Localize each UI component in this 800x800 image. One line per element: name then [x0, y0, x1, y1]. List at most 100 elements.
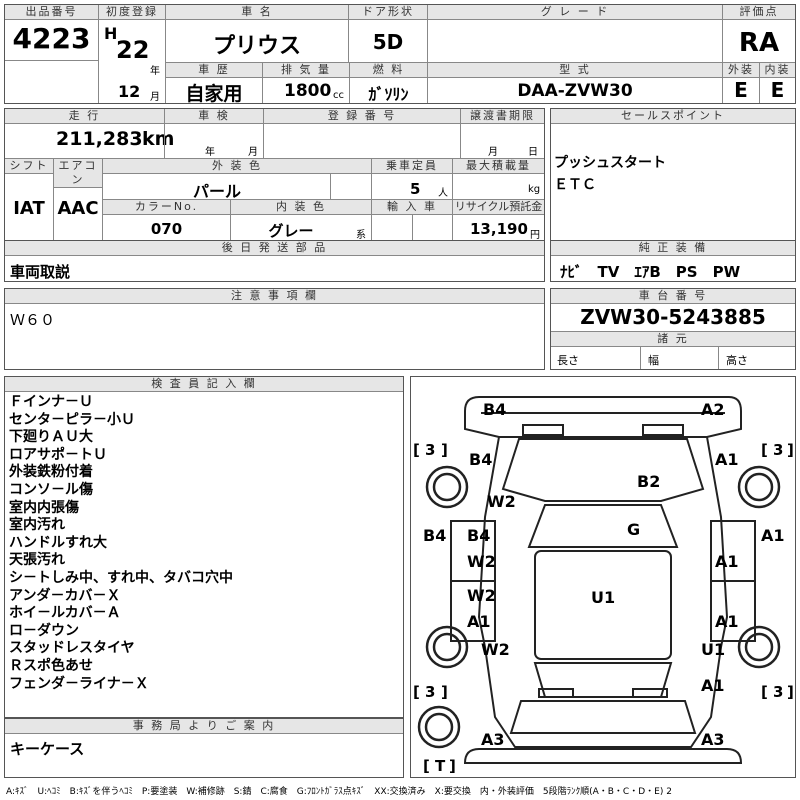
damage-diagram: B4 A2 B4 A1 B2 W2 G B4 A1 B4 W2 A1 W2 A1… — [410, 376, 796, 778]
genuine-equipment-value: ﾅﾋﾞ TV ｴｱB PS PW — [560, 263, 741, 281]
exterior-color-label: 外 装 色 — [103, 159, 371, 174]
legend: A:ｷｽﾞ U:ﾍｺﾐ B:ｷｽﾞを伴うﾍｺﾐ P:要塗装 W:補修跡 S:錆 … — [6, 787, 672, 797]
fuel-value: ｶﾞｿﾘﾝ — [368, 85, 409, 104]
svg-text:[: [ — [413, 683, 420, 701]
dim-height-label: 高さ — [726, 354, 748, 367]
sales-point-line-2: ＥＴＣ — [554, 177, 596, 193]
exterior-color-value: パール — [192, 182, 241, 201]
genuine-equipment-label: 純 正 装 備 — [551, 241, 795, 256]
grade-label: グ レ ー ド — [428, 5, 722, 20]
interior-color-value: グレー — [268, 222, 314, 240]
later-parts-value: 車両取説 — [10, 263, 71, 281]
color-no-value: 070 — [150, 220, 183, 238]
wheel-icons — [417, 465, 781, 749]
car-diagram-svg: B4 A2 B4 A1 B2 W2 G B4 A1 B4 W2 A1 W2 A1… — [413, 396, 794, 775]
svg-text:[: [ — [413, 441, 420, 459]
dims-label: 諸 元 — [551, 331, 795, 347]
mark-l-rear-door-2: A1 — [467, 612, 491, 631]
note-line: 天張汚れ — [9, 552, 65, 569]
inspector-notes-label: 検 査 員 記 入 欄 — [5, 377, 403, 392]
mark-l-rear-door-1: W2 — [467, 586, 496, 605]
note-line: センタ－ピラ－小Ｕ — [9, 411, 135, 428]
mark-r-rear: A1 — [701, 676, 725, 695]
interior-color-suffix: 系 — [356, 230, 366, 241]
mark-r-front-door: A1 — [715, 552, 739, 571]
exterior-grade: E — [734, 78, 748, 102]
dim-width-label: 幅 — [648, 354, 659, 367]
mark-rear-left: A3 — [481, 730, 505, 749]
genuine-equipment-section — [550, 240, 796, 282]
office-value: キーケース — [10, 740, 85, 758]
interior-label: 内装 — [760, 63, 795, 78]
mark-r-rear-fender: U1 — [701, 640, 725, 659]
later-parts-label: 後 日 発 送 部 品 — [5, 241, 544, 256]
model-value: DAA-ZVW30 — [517, 81, 633, 101]
note-line: アンダ－カバ－Ｘ — [9, 587, 121, 604]
shift-value: IAT — [13, 198, 45, 219]
tire-spare: T — [435, 757, 446, 775]
header-section — [4, 4, 796, 104]
insp-month-unit: 月 — [248, 147, 258, 158]
aircon-label: エアコン — [54, 159, 102, 188]
car-name-label: 車 名 — [166, 5, 348, 20]
month-unit: 月 — [150, 92, 160, 103]
door-label: ドア形状 — [349, 5, 427, 20]
score-label: 評価点 — [723, 5, 795, 20]
car-name: プリウス — [212, 34, 301, 59]
svg-text:]: ] — [441, 683, 448, 701]
office-label: 事 務 局 よ り ご 案 内 — [5, 719, 403, 734]
capacity-unit: 人 — [438, 188, 448, 199]
lot-number: 4223 — [12, 22, 91, 55]
mark-hood: B2 — [637, 472, 660, 491]
mileage-label: 走 行 — [5, 109, 164, 124]
inspection-label: 車 検 — [165, 109, 263, 124]
first-reg-label: 初度登録 — [99, 5, 165, 20]
recycle-label: リサイクル預託金 — [453, 200, 544, 215]
mark-l-wheel-f: W2 — [487, 492, 516, 511]
model-label: 型 式 — [428, 63, 722, 78]
mark-l-wheel-r: W2 — [481, 640, 510, 659]
door-type: 5D — [372, 30, 404, 54]
caution-label: 注 意 事 項 欄 — [5, 289, 544, 304]
reg-month: 12 — [118, 82, 141, 101]
displacement-value: 1800 — [284, 81, 332, 101]
chassis-section — [550, 288, 796, 370]
inspector-notes-list: Ｆインナ－Ｕ センタ－ピラ－小Ｕ 下廻りＡＵ大 ロアサポ－トＵ 外装鉄粉付着 コ… — [9, 394, 233, 693]
note-line: ハンドルすれ大 — [9, 534, 107, 551]
note-line: コンソ－ル傷 — [9, 481, 93, 498]
note-line: 室内内張傷 — [9, 499, 79, 516]
mark-l-door-edge: B4 — [423, 526, 446, 545]
svg-text:]: ] — [787, 441, 794, 459]
mileage-unit: km — [142, 128, 175, 150]
load-unit: kg — [528, 184, 541, 195]
tire-fr: 3 — [773, 441, 783, 459]
mark-top-right: A2 — [701, 400, 725, 419]
mark-lf-fender: B4 — [469, 450, 492, 469]
dim-length-label: 長さ — [557, 354, 579, 367]
caution-value: Ｗ６０ — [10, 311, 56, 329]
svg-text:]: ] — [441, 441, 448, 459]
svg-text:[: [ — [761, 441, 768, 459]
note-line: スタッドレスタイヤ — [9, 640, 135, 657]
capacity-value: 5 — [410, 180, 421, 198]
chassis-label: 車 台 番 号 — [551, 289, 795, 304]
mark-roof: U1 — [591, 588, 615, 607]
mark-rf-fender: A1 — [715, 450, 739, 469]
mark-r-door-edge: A1 — [761, 526, 785, 545]
history-value: 自家用 — [185, 83, 243, 105]
note-line: ホイ－ルカバ－Ａ — [9, 605, 121, 622]
mark-l-front-door-2: W2 — [467, 552, 496, 571]
mark-l-front-door-1: B4 — [467, 526, 490, 545]
transfer-day-unit: 日 — [528, 147, 538, 158]
note-line: 室内汚れ — [9, 517, 65, 534]
svg-text:]: ] — [787, 683, 794, 701]
import-label: 輸 入 車 — [372, 200, 452, 215]
transfer-month-unit: 月 — [488, 147, 498, 158]
mark-top-left: B4 — [483, 400, 506, 419]
svg-text:]: ] — [449, 757, 456, 775]
recycle-value: 13,190 — [470, 220, 528, 238]
inspector-notes-section — [4, 376, 404, 718]
reg-year: 22 — [116, 36, 150, 64]
note-line: ロアサポ－トＵ — [9, 446, 107, 463]
chassis-number: ZVW30-5243885 — [580, 305, 766, 329]
